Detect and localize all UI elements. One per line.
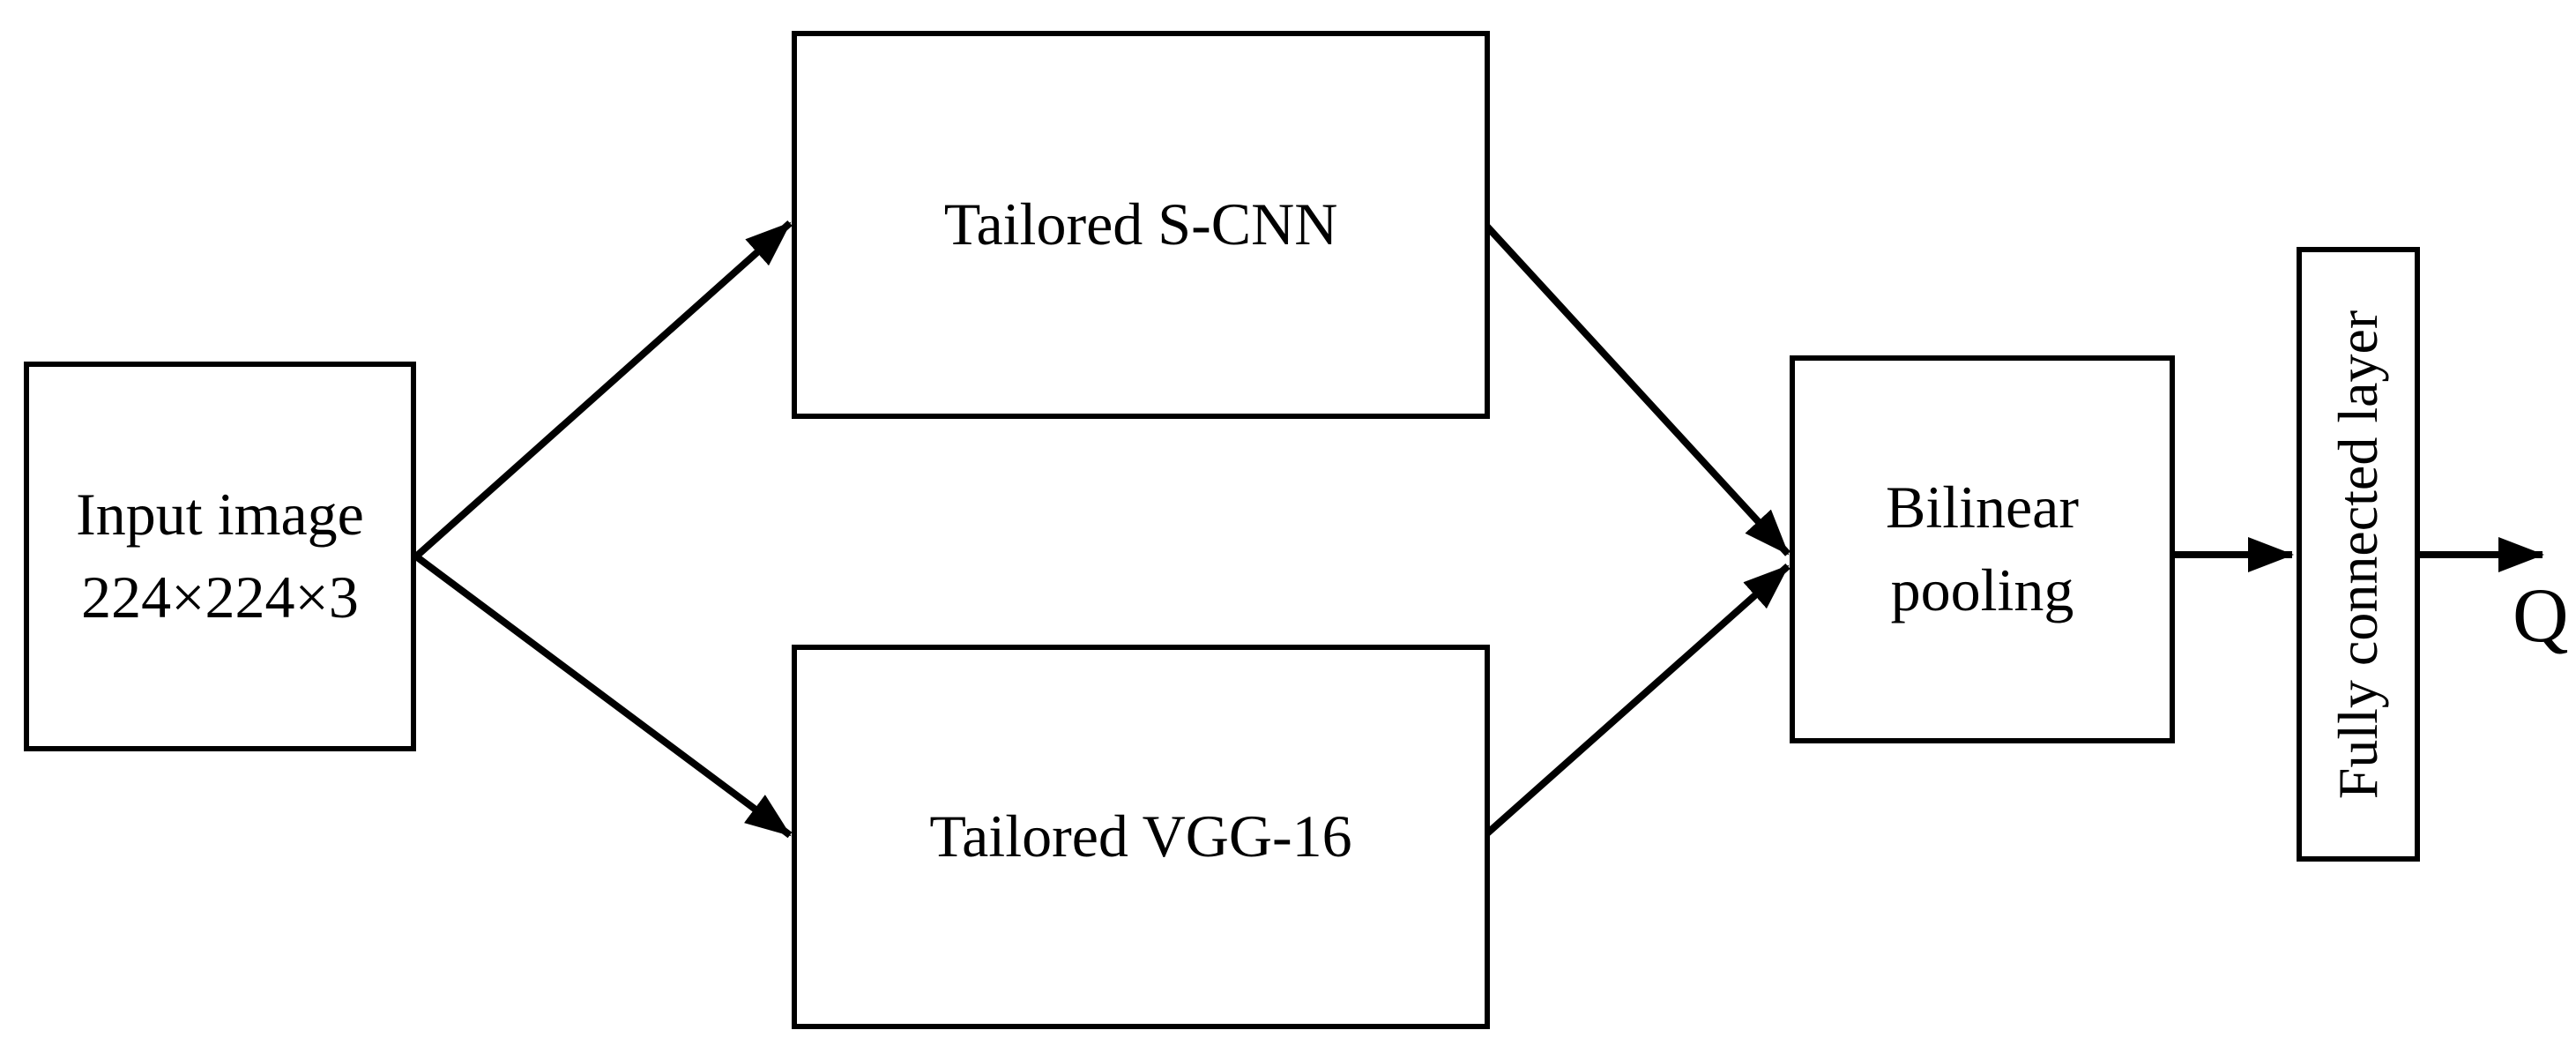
- bilinear-pooling-label-line2: pooling: [1890, 556, 2074, 623]
- input-image-label-line2: 224×224×3: [81, 564, 359, 631]
- tailored-vgg16-label: Tailored VGG-16: [929, 802, 1352, 870]
- node-fully-connected-layer: Fully connected layer: [2297, 247, 2420, 862]
- node-tailored-vgg16: Tailored VGG-16: [792, 645, 1490, 1029]
- tailored-scnn-label: Tailored S-CNN: [943, 190, 1338, 258]
- arrow-input-to-scnn: [413, 220, 793, 559]
- node-input-image: Input image 224×224×3: [24, 362, 416, 751]
- arrow-scnn-to-bilinear: [1485, 224, 1791, 556]
- output-q-label: Q: [2513, 573, 2569, 659]
- arrow-vgg-to-bilinear: [1485, 564, 1791, 836]
- arrow-input-to-vgg: [413, 553, 793, 839]
- node-bilinear-pooling: Bilinear pooling: [1790, 355, 2175, 743]
- node-tailored-scnn: Tailored S-CNN: [792, 31, 1490, 419]
- input-image-label-line1: Input image: [76, 481, 364, 549]
- fully-connected-layer-label: Fully connected layer: [2327, 310, 2389, 799]
- bilinear-pooling-label-line1: Bilinear: [1885, 474, 2080, 541]
